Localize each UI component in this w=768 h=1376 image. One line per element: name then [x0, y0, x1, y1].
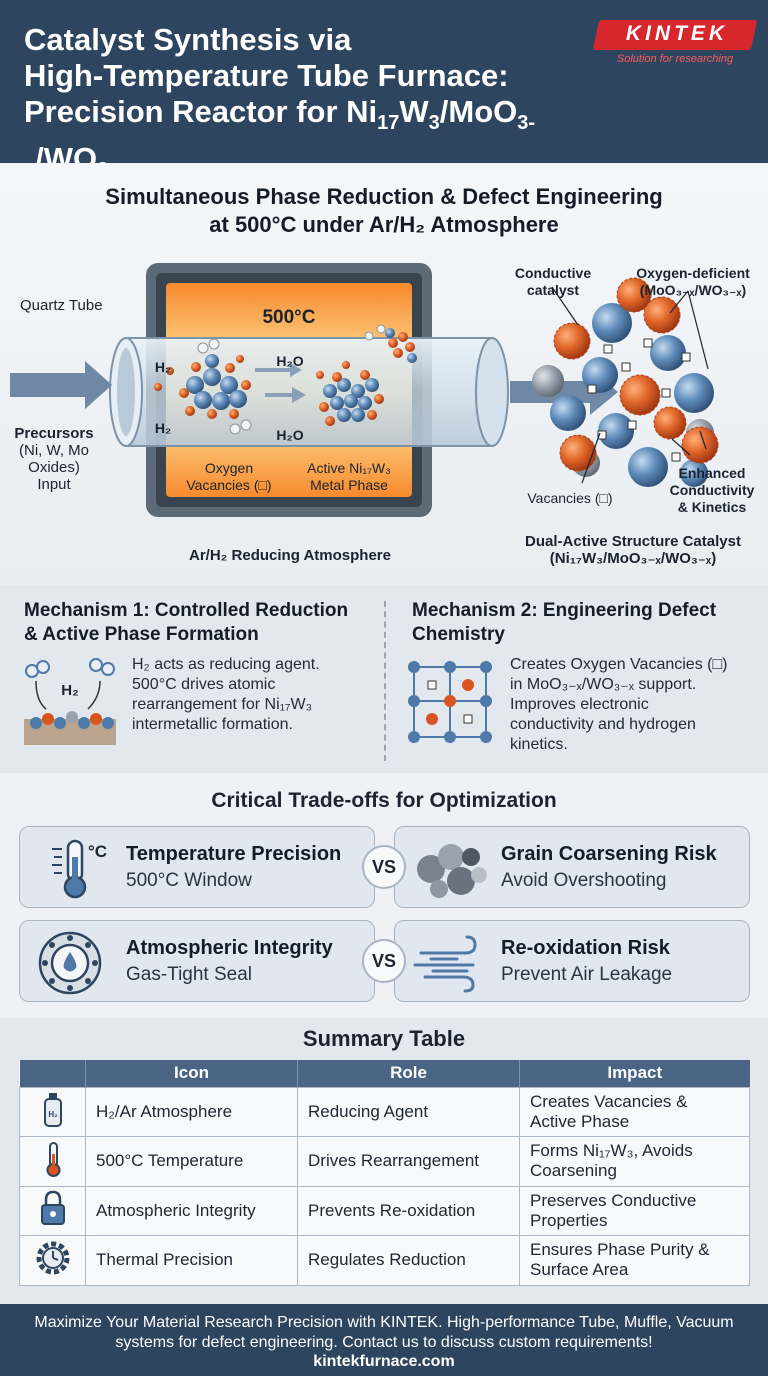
- mechanisms-section: Mechanism 1: Controlled Reduction& Activ…: [0, 585, 768, 773]
- row-name: Thermal Precision: [85, 1235, 298, 1286]
- h2-label-top: H₂: [154, 359, 172, 375]
- tradeoffs-title: Critical Trade-offs for Optimization: [211, 789, 557, 812]
- summary-section: Summary Table Icon Role Impact H₂ H₂/Ar …: [0, 1018, 768, 1304]
- oxygen-deficient-label: Oxygen-deficient(MoO₃₋ₓ/WO₃₋ₓ): [636, 265, 750, 298]
- reoxidation-title: Re-oxidation Risk: [501, 937, 670, 959]
- h2-label-bottom: H₂: [154, 420, 172, 436]
- row-name: H₂/Ar Atmosphere: [85, 1086, 298, 1137]
- degree-celsius-label: °C: [88, 842, 107, 861]
- mechanism-divider: [384, 601, 386, 761]
- atmospheric-integrity-subtitle: Gas-Tight Seal: [126, 964, 253, 985]
- grain-coarsening-subtitle: Avoid Overshooting: [501, 870, 667, 891]
- title-line-2: High-Temperature Tube Furnace:: [24, 58, 509, 93]
- wind-icon: [413, 935, 477, 993]
- summary-table: Icon Role Impact H₂ H₂/Ar Atmosphere Red…: [19, 1060, 750, 1286]
- row-role: Reducing Agent: [297, 1086, 520, 1137]
- padlock-icon: [40, 1190, 65, 1226]
- footer: Maximize Your Material Research Precisio…: [0, 1304, 768, 1376]
- gas-cylinder-icon: H₂: [43, 1093, 62, 1128]
- vs-badge-2: VS: [362, 939, 406, 983]
- row-impact: Ensures Phase Purity &Surface Area: [519, 1235, 750, 1286]
- lattice-icon: [408, 661, 492, 743]
- mechanism-1-title: Mechanism 1: Controlled Reduction& Activ…: [24, 600, 349, 645]
- logo-text: KINTEK: [625, 22, 729, 45]
- gear-clock-icon: [36, 1241, 69, 1275]
- catalyst-structure: [532, 277, 719, 487]
- footer-message: Maximize Your Material Research Precisio…: [34, 1314, 734, 1351]
- table-row: H₂ H₂/Ar Atmosphere Reducing Agent Creat…: [19, 1086, 750, 1137]
- h2o-label-top: H₂O: [276, 353, 304, 369]
- temperature-precision-card: °C Temperature Precision 500°C Window: [19, 826, 375, 908]
- process-title: Simultaneous Phase Reduction & Defect En…: [105, 184, 663, 237]
- vs-badge-1: VS: [362, 845, 406, 889]
- header: Catalyst Synthesis via High-Temperature …: [0, 0, 768, 181]
- mechanism-2-text: Creates Oxygen Vacancies (□)in MoO₃₋ₓ/WO…: [510, 656, 728, 753]
- cylinder-label: H₂: [48, 1110, 58, 1119]
- summary-title: Summary Table: [302, 1026, 466, 1051]
- col-header-icon: Icon: [85, 1060, 298, 1087]
- table-row: Thermal Precision Regulates Reduction En…: [19, 1235, 750, 1286]
- atmospheric-integrity-title: Atmospheric Integrity: [126, 937, 333, 959]
- active-phase-cluster: [316, 324, 417, 426]
- row-role: Regulates Reduction: [297, 1235, 520, 1286]
- col-header-impact: Impact: [519, 1060, 750, 1087]
- thermometer-icon: °C: [52, 839, 107, 899]
- temperature-label: 500°C: [262, 307, 316, 328]
- grain-coarsening-card: Grain Coarsening Risk Avoid Overshooting: [394, 826, 750, 908]
- table-row: Atmospheric Integrity Prevents Re-oxidat…: [19, 1185, 750, 1236]
- atmospheric-integrity-card: Atmospheric Integrity Gas-Tight Seal: [19, 920, 375, 1002]
- title-line-1: Catalyst Synthesis via: [24, 22, 352, 57]
- temperature-precision-title: Temperature Precision: [126, 843, 342, 865]
- grain-coarsening-title: Grain Coarsening Risk: [501, 843, 717, 865]
- row-name: Atmospheric Integrity: [85, 1185, 298, 1236]
- logo-tagline: Solution for researching: [616, 53, 734, 65]
- reoxidation-card: Re-oxidation Risk Prevent Air Leakage: [394, 920, 750, 1002]
- seal-flange-icon: [38, 931, 102, 995]
- temperature-precision-subtitle: 500°C Window: [126, 870, 252, 891]
- table-row: 500°C Temperature Drives Rearrangement F…: [19, 1136, 750, 1187]
- quartz-tube-label: Quartz Tube: [20, 297, 103, 314]
- thermometer-icon: [46, 1141, 60, 1177]
- row-role: Prevents Re-oxidation: [297, 1185, 520, 1236]
- col-header-role: Role: [297, 1060, 520, 1087]
- row-impact: Creates Vacancies &Active Phase: [519, 1086, 750, 1137]
- h2-molecule-label: H₂: [61, 682, 79, 699]
- mechanism-1-text: H₂ acts as reducing agent.500°C drives a…: [132, 656, 320, 733]
- atmosphere-label: Ar/H₂ Reducing Atmosphere: [189, 547, 391, 564]
- dual-active-label: Dual-Active Structure Catalyst(Ni₁₇W₃/Mo…: [525, 533, 741, 567]
- table-header-row: Icon Role Impact: [19, 1060, 750, 1087]
- precursor-cluster: [154, 338, 252, 435]
- process-section: Simultaneous Phase Reduction & Defect En…: [0, 163, 768, 585]
- furnace-diagram: [10, 263, 719, 517]
- row-name: 500°C Temperature: [85, 1136, 298, 1187]
- footer-link[interactable]: kintekfurnace.com: [313, 1353, 455, 1370]
- vacancies-label: Vacancies (□): [527, 490, 613, 506]
- reduction-molecule-icon: H₂: [24, 658, 116, 745]
- reoxidation-subtitle: Prevent Air Leakage: [501, 964, 673, 985]
- tradeoffs-section: Critical Trade-offs for Optimization °C …: [0, 773, 768, 1018]
- row-role: Drives Rearrangement: [297, 1136, 520, 1187]
- grains-icon: [417, 844, 487, 898]
- h2o-label-bottom: H₂O: [276, 427, 304, 443]
- input-arrow: [10, 361, 112, 409]
